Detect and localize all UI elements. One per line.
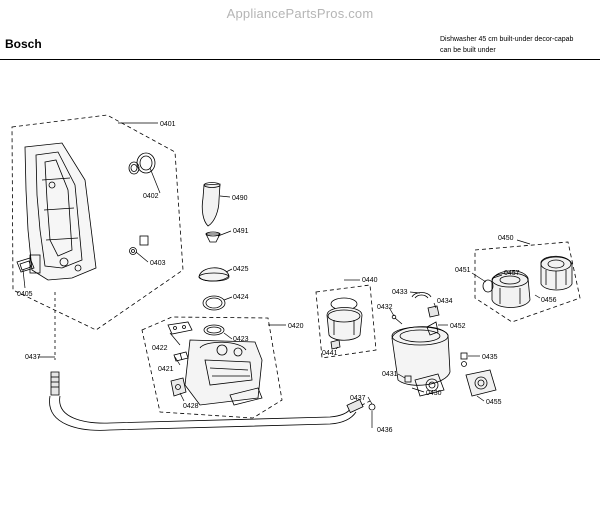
label-0401: 0401 [160, 121, 176, 128]
part-0440-pump-housing [326, 297, 363, 341]
group-0450-boundary [474, 241, 581, 323]
group-0440-boundary [315, 284, 377, 359]
description-line-1: Dishwasher 45 cm built-under decor-capab [440, 36, 574, 43]
label-0405: 0405 [17, 291, 33, 298]
label-0403: 0403 [150, 260, 166, 267]
part-0402-seal [128, 152, 156, 175]
label-0457: 0457 [504, 270, 520, 277]
part-0425-dome [198, 267, 230, 282]
label-0422: 0422 [152, 345, 168, 352]
label-0428: 0428 [183, 403, 199, 410]
part-0403-fitting [129, 235, 149, 255]
part-0435-fitting [460, 352, 468, 367]
part-0431-nut [404, 375, 412, 383]
label-0450: 0450 [498, 235, 514, 242]
label-0431: 0431 [382, 371, 398, 378]
label-0421: 0421 [158, 366, 174, 373]
header-rule [0, 59, 600, 60]
label-0437-left: 0437 [25, 354, 41, 361]
label-0430: 0430 [426, 390, 442, 397]
part-0423-ring [203, 324, 225, 336]
part-0428-valve [170, 377, 187, 397]
label-0440: 0440 [362, 277, 378, 284]
label-0455: 0455 [486, 399, 502, 406]
description-line-2: can be built under [440, 47, 496, 54]
label-0424: 0424 [233, 294, 249, 301]
model-description: Dishwasher 45 cm built-under decor-capab… [440, 34, 573, 56]
leader-lines [22, 122, 541, 428]
part-0450-circulation-pump [491, 270, 531, 308]
group-0420-boundary [141, 316, 283, 419]
label-0436: 0436 [377, 427, 393, 434]
part-0420-sump-assembly [184, 339, 263, 406]
label-0435: 0435 [482, 354, 498, 361]
part-0452-connector [426, 321, 439, 336]
label-0420: 0420 [288, 323, 304, 330]
label-0456: 0456 [541, 297, 557, 304]
label-0423: 0423 [233, 336, 249, 343]
part-0421-clip [173, 351, 189, 362]
label-0437-right: 0437 [350, 395, 366, 402]
label-0425: 0425 [233, 266, 249, 273]
label-0491: 0491 [233, 228, 249, 235]
part-0455-drain-pump [465, 369, 497, 397]
part-0491-cap [205, 231, 221, 243]
part-0430-sump [391, 326, 451, 397]
part-0424-ring [202, 295, 226, 311]
watermark: AppliancePartsPros.com [226, 6, 374, 21]
label-0433: 0433 [392, 289, 408, 296]
part-0456-motor [540, 255, 573, 291]
part-0434-connector [427, 305, 440, 318]
label-0451: 0451 [455, 267, 471, 274]
part-0457-ring [482, 279, 494, 293]
part-0490-funnel [201, 182, 221, 227]
label-0441: 0441 [322, 350, 338, 357]
label-0402: 0402 [143, 193, 159, 200]
brand-name: Bosch [5, 37, 42, 51]
part-0422-bracket [167, 321, 193, 335]
label-0434: 0434 [437, 298, 453, 305]
part-labels: 0401 0402 0403 0405 0437 0490 0491 0425 … [17, 121, 557, 434]
part-0441-nozzle [330, 339, 341, 350]
drain-hose [49, 292, 376, 431]
label-0432: 0432 [377, 304, 393, 311]
water-distribution-plate [24, 142, 97, 281]
part-0432-screw [391, 314, 403, 325]
part-0405-gasket [16, 257, 35, 273]
part-0433-clip [411, 292, 432, 299]
label-0490: 0490 [232, 195, 248, 202]
label-0452: 0452 [450, 323, 466, 330]
